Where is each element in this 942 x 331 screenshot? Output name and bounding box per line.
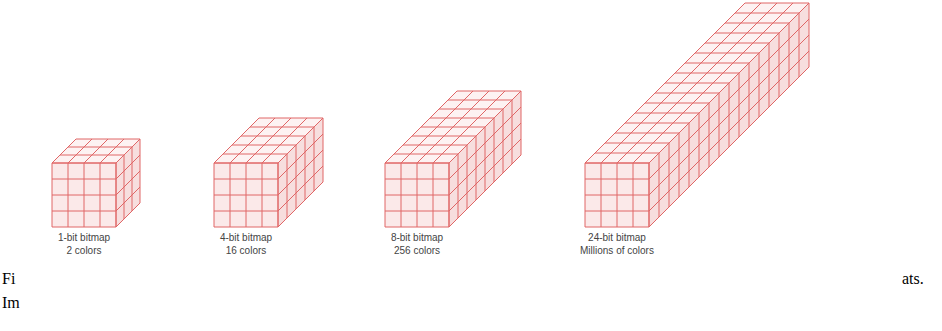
- bitmap-cube: [214, 118, 323, 227]
- cube-label: 24-bit bitmap: [588, 232, 646, 243]
- cube-label: 2 colors: [66, 245, 101, 256]
- caption-fragment: ats.: [902, 270, 924, 288]
- cube-label: Millions of colors: [580, 245, 654, 256]
- bitmap-cube: [585, 3, 809, 227]
- cube-label: 256 colors: [394, 245, 440, 256]
- cube-label: 1-bit bitmap: [58, 232, 110, 243]
- bitmap-cube: [52, 139, 140, 227]
- caption-fragment: Fi: [2, 270, 15, 288]
- caption-fragment: Im: [2, 294, 20, 312]
- cube-label: 16 colors: [226, 245, 267, 256]
- cube-label: 4-bit bitmap: [220, 232, 272, 243]
- bitmap-cube: [385, 91, 521, 227]
- cube-label: 8-bit bitmap: [391, 232, 443, 243]
